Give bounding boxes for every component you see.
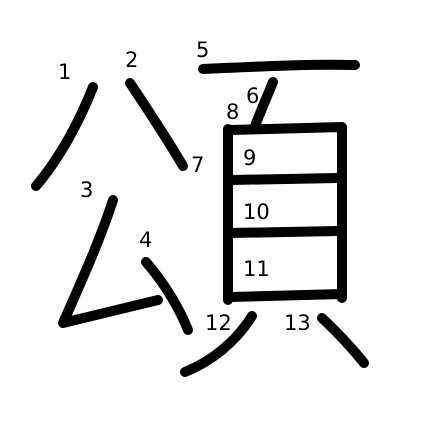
stroke-1 [31, 82, 98, 191]
stroke-number-2: 2 [125, 48, 138, 72]
stroke-2 [125, 78, 188, 171]
stroke-8 [225, 122, 347, 303]
stroke-5 [198, 59, 360, 74]
stroke-number-10: 10 [243, 200, 270, 224]
stroke-number-13: 13 [284, 311, 311, 335]
stroke-11 [226, 289, 347, 302]
stroke-3 [58, 195, 163, 328]
stroke-number-5: 5 [196, 38, 209, 62]
stroke-12 [180, 311, 257, 377]
stroke-4 [141, 257, 193, 335]
stroke-number-4: 4 [139, 228, 152, 252]
stroke-number-12: 12 [205, 311, 232, 335]
stroke-number-9: 9 [243, 146, 256, 170]
stroke-13 [317, 313, 369, 368]
stroke-10 [226, 226, 343, 238]
stroke-number-11: 11 [243, 257, 270, 281]
stroke-9 [226, 173, 343, 185]
stroke-number-1: 1 [58, 60, 71, 84]
stroke-number-8: 8 [226, 100, 239, 124]
stroke-number-6: 6 [246, 84, 259, 108]
stroke-number-7: 7 [191, 153, 204, 177]
stroke-6 [250, 77, 278, 131]
stroke-number-3: 3 [80, 178, 93, 202]
